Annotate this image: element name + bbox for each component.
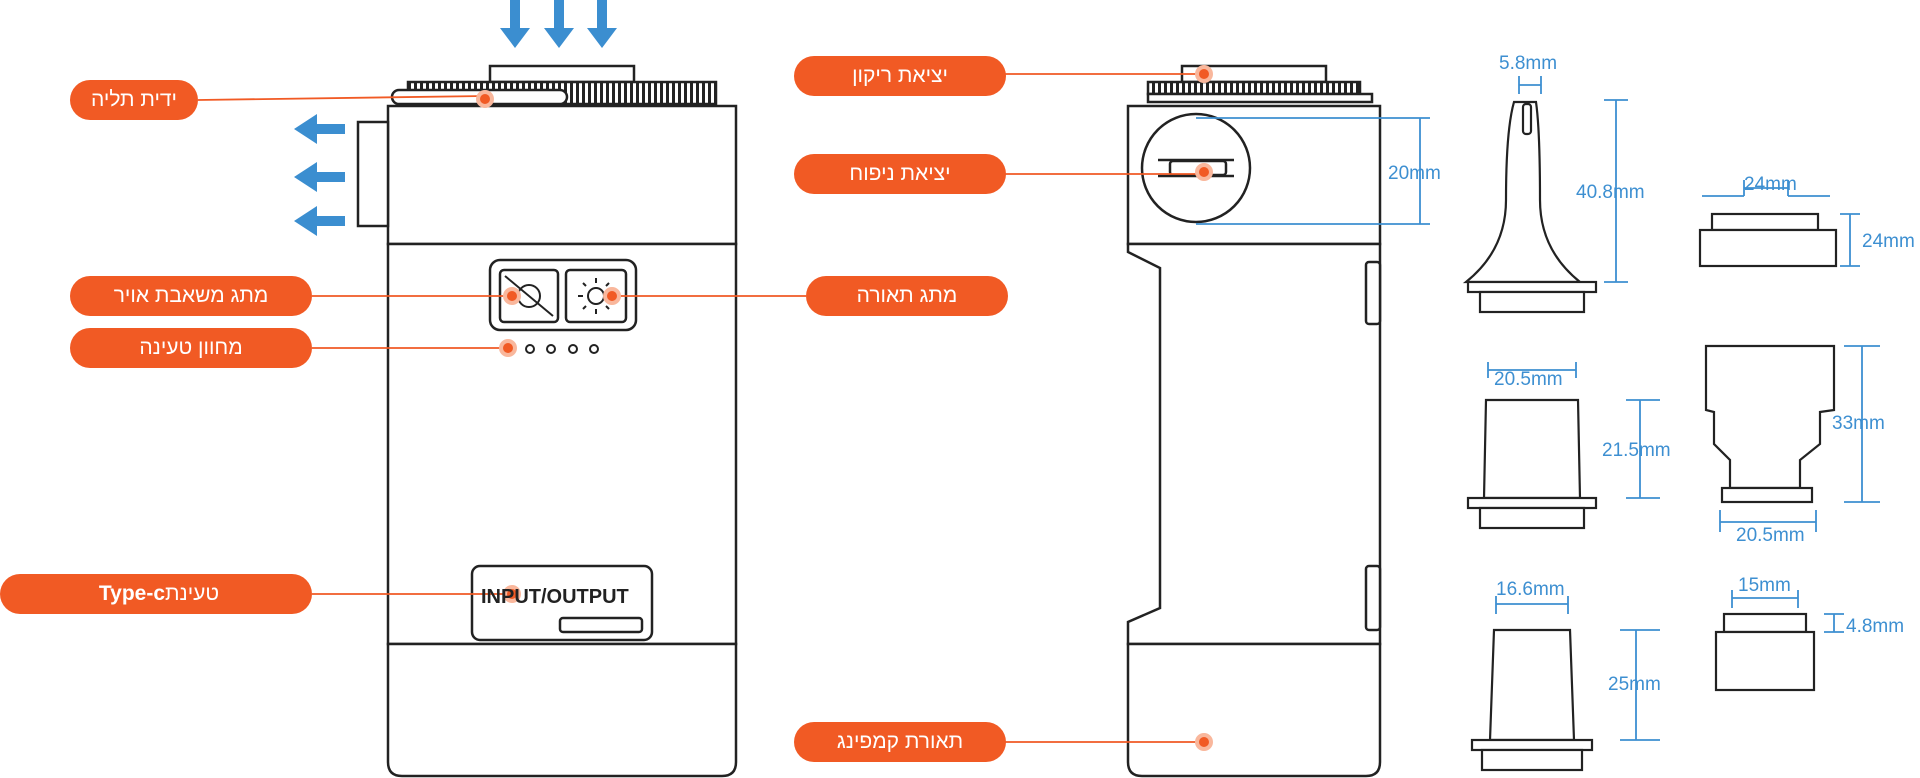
front-view-device (294, 0, 738, 778)
dim-adapter3-width: 15mm (1738, 575, 1791, 596)
dot-deflate (1195, 65, 1213, 83)
dim-nozzle2-width: 20.5mm (1494, 369, 1563, 390)
dim-adapter3-height: 4.8mm (1846, 616, 1905, 637)
dot-camping-light (1195, 733, 1213, 751)
dim-nozzle3-height: 25mm (1608, 674, 1661, 695)
dimension-lines (1487, 76, 1880, 741)
dim-nozzle2-height: 21.5mm (1602, 440, 1671, 461)
dot-air-switch (503, 287, 521, 305)
front-bottom-light (386, 642, 738, 778)
callout-leaders (197, 73, 1204, 743)
nozzle-3 (1470, 628, 1594, 772)
nozzle-1 (1462, 100, 1598, 314)
front-side-vent (356, 120, 390, 228)
dot-type-c (503, 585, 521, 603)
dot-charge-indicator (499, 339, 517, 357)
callout-dots (476, 65, 1213, 751)
callout-air-suction-switch: מתג משאבת אויר (70, 276, 312, 316)
adapter-2 (1704, 344, 1836, 504)
dim-nozzle1-height: 40.8mm (1576, 182, 1645, 203)
callout-deflate-outlet: יציאת ריקון (794, 56, 1006, 96)
adapter-3 (1714, 612, 1816, 692)
dim-nozzle1-tip-width: 5.8mm (1499, 53, 1558, 74)
callout-charging-indicator: מחוון טעינה (70, 328, 312, 368)
front-top-knob (488, 64, 636, 84)
nozzle-2 (1466, 398, 1598, 530)
adapter-1 (1698, 212, 1838, 268)
callout-camping-light: תאורת קמפינג (794, 722, 1006, 762)
callout-hanging-handle: ידית תליה (70, 80, 198, 120)
air-intake-arrows-top (500, 0, 617, 48)
usb-port-slot (558, 616, 644, 634)
dim-adapter2-height: 33mm (1832, 413, 1885, 434)
dim-adapter1-height: 24mm (1862, 231, 1915, 252)
dot-light-switch (603, 287, 621, 305)
side-view-device (1126, 64, 1430, 778)
dim-adapter2-width: 20.5mm (1736, 525, 1805, 546)
air-out-arrows-side (294, 114, 345, 236)
charge-indicator-dots (525, 344, 599, 354)
usb-port-label: INPUT/OUTPUT (481, 586, 629, 608)
callout-light-switch: מתג תאורה (806, 276, 1008, 316)
front-upper-body (386, 104, 738, 246)
side-main-body (1126, 242, 1382, 646)
side-bottom-light (1126, 642, 1382, 778)
outlet-dimension-lines (1196, 117, 1430, 225)
dim-adapter1-width: 24mm (1744, 174, 1797, 195)
dim-outlet-height: 20mm (1388, 163, 1441, 184)
side-knurled-ring (1146, 80, 1362, 96)
dot-inflate (1195, 163, 1213, 181)
dim-nozzle3-width: 16.6mm (1496, 579, 1565, 600)
dot-hanging-handle (476, 90, 494, 108)
callout-inflate-outlet: יציאת ניפוח (794, 154, 1006, 194)
